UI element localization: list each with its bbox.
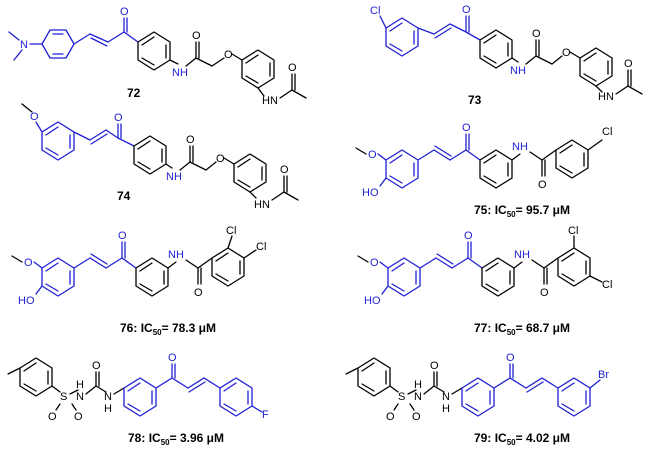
compound-74-structure: O O NH O O HN O 74 bbox=[21, 103, 299, 211]
atom-O-73b: O bbox=[532, 28, 541, 40]
atom-H-78b: H bbox=[104, 403, 112, 415]
atom-O-73c: O bbox=[562, 47, 571, 59]
atom-O-74: O bbox=[30, 111, 39, 123]
atom-Cl-76b: Cl bbox=[256, 241, 266, 253]
atom-O-78b: O bbox=[74, 411, 83, 423]
atom-O-77c: O bbox=[540, 287, 549, 299]
atom-NH-77: NH bbox=[514, 249, 530, 261]
atom-O-76c: O bbox=[194, 287, 203, 299]
atom-O-72c: O bbox=[224, 49, 233, 61]
compound-72-structure: N O NH O O HN O bbox=[8, 6, 307, 107]
atom-S-78: S bbox=[60, 391, 67, 403]
atom-NH-76: NH bbox=[168, 249, 184, 261]
atom-Cl-77a: Cl bbox=[568, 225, 578, 237]
compound-77-structure: O HO O NH O Cl Cl 77: IC50= 68.7 μM bbox=[357, 225, 612, 337]
atom-O-75c: O bbox=[538, 179, 547, 191]
atom-O-76: O bbox=[24, 257, 33, 269]
atom-HN-72: HN bbox=[262, 95, 278, 107]
atom-Cl-76a: Cl bbox=[226, 225, 236, 237]
atom-Cl-75: Cl bbox=[602, 126, 612, 138]
compound-label-72: 72 bbox=[127, 86, 141, 100]
compound-79-structure: S O O H N O N H O Br 79: IC50= 4. bbox=[345, 352, 609, 447]
atom-HN-73: HN bbox=[598, 91, 614, 103]
atom-Cl-73: Cl bbox=[370, 5, 380, 17]
atom-NH-72: NH bbox=[172, 67, 188, 79]
atom-O-75b: O bbox=[462, 122, 471, 134]
atom-O-77: O bbox=[370, 257, 379, 269]
atom-O-74d: O bbox=[216, 153, 225, 165]
atom-H-79b: H bbox=[442, 403, 450, 415]
atom-F-78: F bbox=[262, 409, 269, 421]
atom-O-79c: O bbox=[430, 360, 439, 372]
atom-O-79d: O bbox=[506, 352, 515, 364]
atom-NH-74: NH bbox=[166, 171, 182, 183]
atom-O-72: O bbox=[120, 6, 129, 18]
atom-N-79b: N bbox=[442, 391, 450, 403]
atom-HN-74: HN bbox=[254, 199, 270, 211]
compound-label-77: 77: IC50= 68.7 μM bbox=[474, 321, 570, 337]
atom-H-79a: H bbox=[414, 379, 422, 391]
compound-label-74: 74 bbox=[117, 189, 131, 203]
atom-O-77b: O bbox=[464, 230, 473, 242]
atom-Cl-77b: Cl bbox=[602, 279, 612, 291]
compound-label-78: 78: IC50= 3.96 μM bbox=[128, 431, 224, 447]
atom-O-79a: O bbox=[386, 411, 395, 423]
atom-O-74b: O bbox=[114, 112, 123, 124]
atom-O-78c: O bbox=[92, 360, 101, 372]
atom-HO-75: HO bbox=[362, 187, 379, 199]
atom-O-73d: O bbox=[624, 58, 633, 70]
atom-N-72: N bbox=[20, 39, 28, 51]
atom-O-72b: O bbox=[192, 30, 201, 42]
compound-label-75: 75: IC50= 95.7 μM bbox=[474, 203, 570, 219]
compound-78-structure: S O O H N O N H O F 78: IC50= 3.9 bbox=[7, 352, 269, 447]
atom-O-74e: O bbox=[280, 164, 289, 176]
atom-O-74c: O bbox=[186, 134, 195, 146]
atom-O-78d: O bbox=[168, 352, 177, 364]
atom-NH-75: NH bbox=[512, 141, 528, 153]
atom-O-72d: O bbox=[288, 62, 297, 74]
atom-O-75: O bbox=[368, 149, 377, 161]
compound-label-79: 79: IC50= 4.02 μM bbox=[474, 431, 570, 447]
compound-75-structure: O HO O NH O Cl 75: IC50= 95.7 μM bbox=[355, 122, 612, 219]
atom-HO-76: HO bbox=[18, 295, 35, 307]
atom-O-78a: O bbox=[48, 411, 57, 423]
compound-76-structure: O HO O NH O Cl Cl 76: IC50= 78.3 μM bbox=[11, 225, 266, 337]
atom-N-78a: N bbox=[76, 391, 84, 403]
atom-Br-79: Br bbox=[598, 369, 609, 381]
atom-S-79: S bbox=[398, 391, 405, 403]
compound-label-73: 73 bbox=[468, 93, 482, 107]
atom-N-79a: N bbox=[414, 391, 422, 403]
compound-label-76: 76: IC50= 78.3 μM bbox=[120, 321, 216, 337]
atom-O-76b: O bbox=[118, 230, 127, 242]
atom-H-78a: H bbox=[76, 379, 84, 391]
compound-73-structure: Cl O NH O O HN O 73 bbox=[370, 4, 643, 107]
atom-N-78b: N bbox=[104, 391, 112, 403]
atom-O-79b: O bbox=[412, 411, 421, 423]
atom-HO-77: HO bbox=[364, 295, 381, 307]
atom-O-73: O bbox=[462, 4, 471, 16]
atom-NH-73: NH bbox=[510, 65, 526, 77]
